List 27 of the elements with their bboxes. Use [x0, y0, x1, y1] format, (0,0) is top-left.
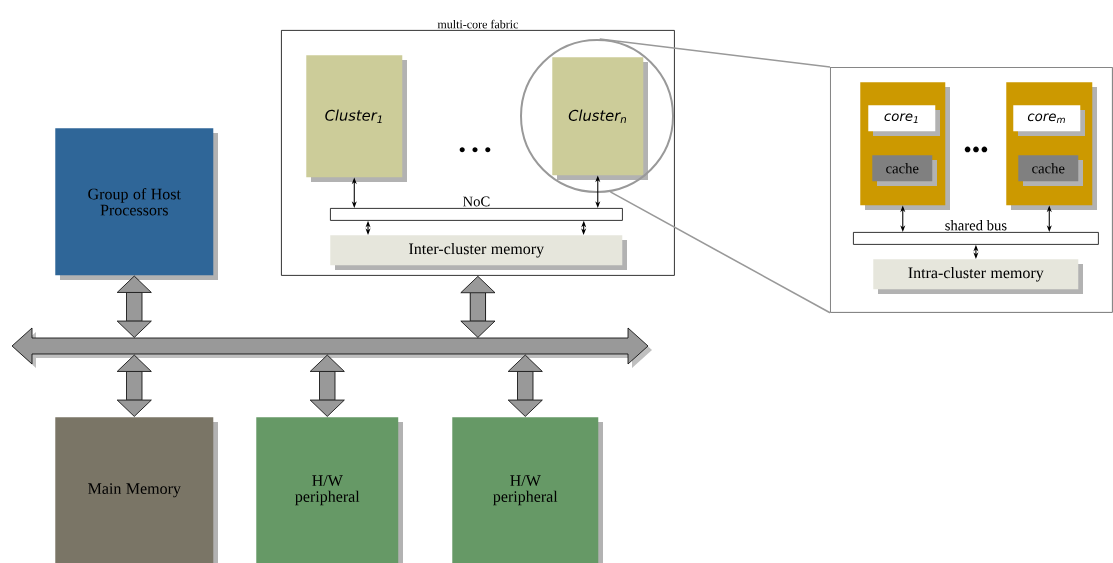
bus-bar: shared bus — [853, 220, 1099, 245]
memory-box: Intra-cluster memory — [873, 259, 1083, 294]
node-label: multi-core fabric — [437, 19, 519, 29]
block-arrow — [309, 354, 345, 417]
block-arrow — [116, 275, 152, 338]
zoom-circle — [520, 39, 674, 193]
ellipsis: ••• — [964, 146, 988, 153]
memory-box: Main Memory — [55, 417, 218, 563]
block-arrow — [116, 354, 152, 417]
ellipsis: • • • — [459, 147, 491, 153]
leader-line — [598, 38, 831, 68]
processor-box: Group of Host Processors — [55, 128, 218, 280]
core-label-box: core$_{1}$ — [868, 105, 940, 136]
leader-line — [609, 191, 831, 314]
memory-box: Inter-cluster memory — [330, 235, 627, 270]
cluster-box: Cluster$_{1}$ — [306, 55, 407, 182]
peripheral-box: H/W peripheral — [256, 417, 403, 563]
block-arrow — [460, 275, 496, 338]
cache-box: cache — [872, 155, 937, 186]
cache-box: cache — [1018, 155, 1083, 186]
block-arrow — [507, 354, 543, 417]
node-label: shared bus — [945, 220, 1007, 231]
core-label-box: core$_{m}$ — [1013, 105, 1085, 136]
node-label: NoC — [462, 196, 490, 207]
noc-bar: NoC — [330, 196, 623, 221]
peripheral-box: H/W peripheral — [452, 417, 603, 563]
cluster-box: Cluster$_{n}$ — [552, 57, 648, 180]
